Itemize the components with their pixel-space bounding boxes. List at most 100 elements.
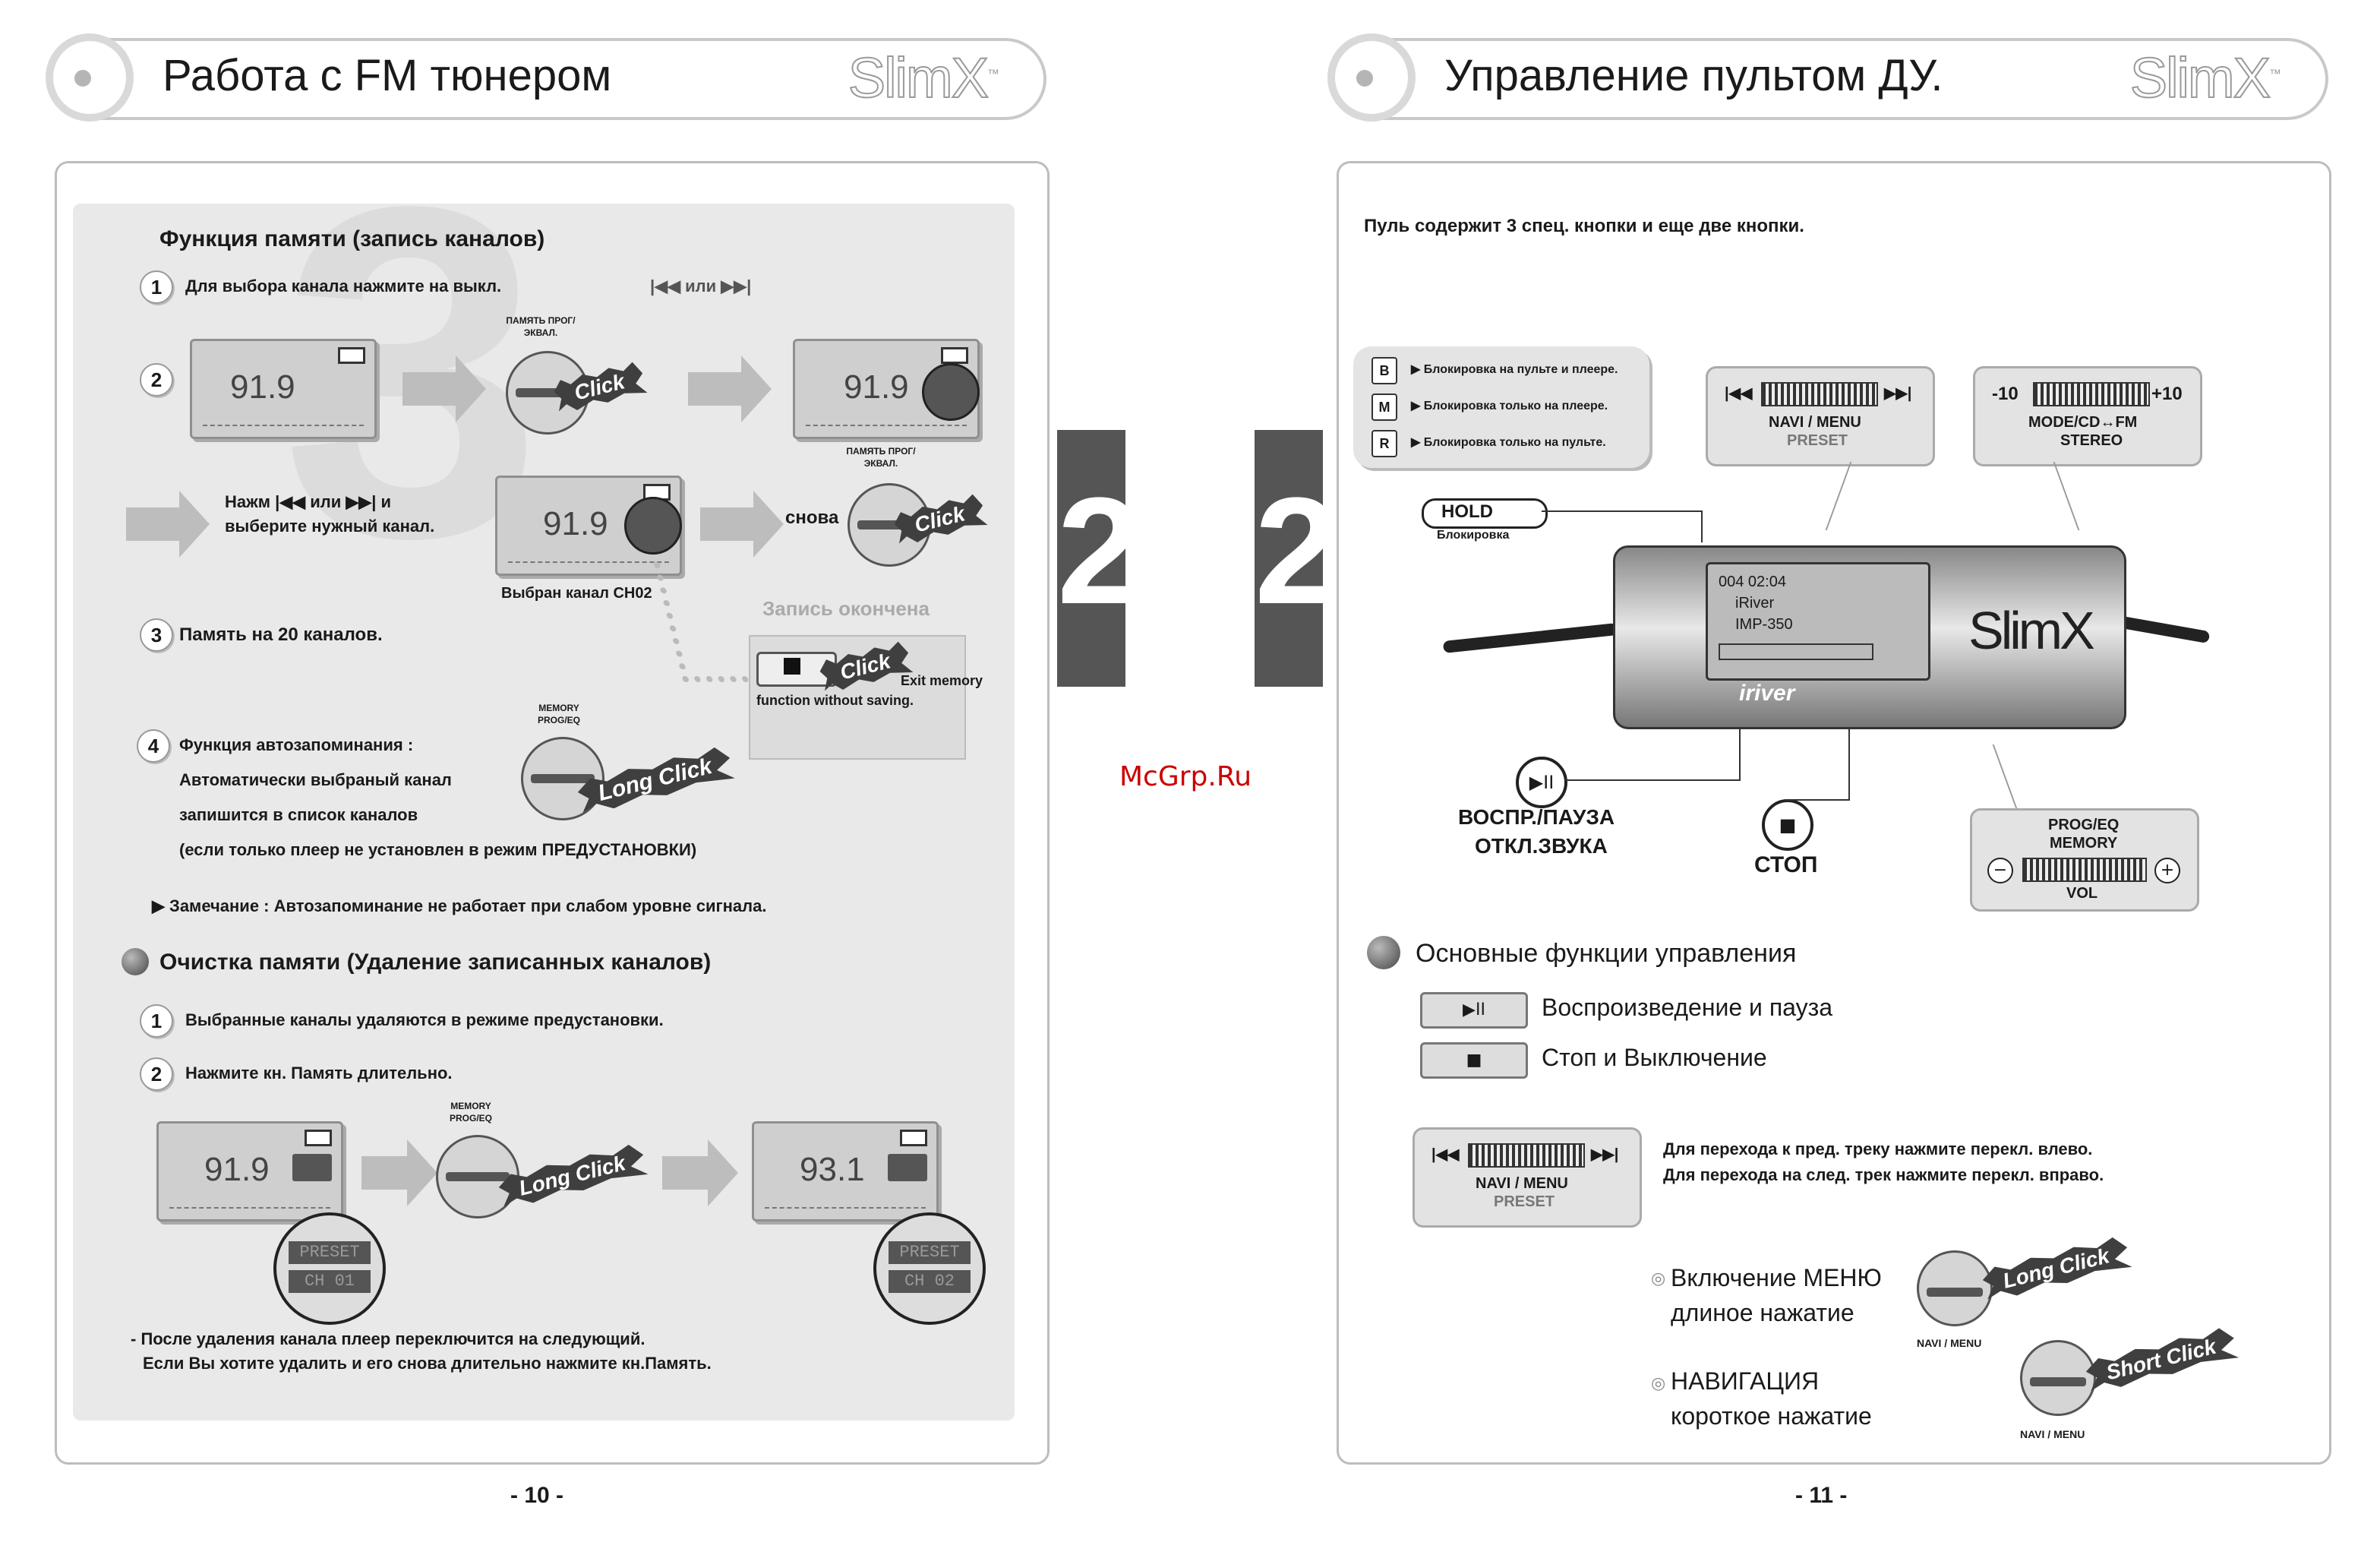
preset-zoom-circle-1: PRESET CH 01 — [273, 1212, 386, 1325]
step-1-keys: |◀◀ или ▶▶| — [650, 277, 752, 296]
right-page-header: Управление пультом ДУ. SlimX™ — [1327, 33, 2328, 122]
flow-arrow — [688, 356, 772, 422]
navi-next-icon: ▶▶| — [1591, 1146, 1619, 1163]
zoom-preset-label: PRESET — [289, 1241, 371, 1264]
right-page-number: - 11 - — [1795, 1483, 1848, 1508]
menu-on-text-1: Включение МЕНЮ — [1671, 1264, 1882, 1291]
mode-minus-label: -10 — [1992, 384, 2019, 404]
mode-label-2: STEREO — [2060, 432, 2123, 449]
menu-on-bullet-icon: ◎ — [1651, 1269, 1666, 1288]
clear-section-title: Очистка памяти (Удаление записанных кана… — [159, 950, 712, 975]
navi-slider[interactable] — [1761, 382, 1878, 406]
clear-footer-1: - После удаления канала плеер переключит… — [131, 1329, 646, 1348]
clear-step-2-text: Нажмите кн. Память длительно. — [185, 1064, 453, 1082]
brand-logo: SlimX™ — [848, 46, 999, 110]
battery-icon — [338, 347, 365, 364]
hold-label: HOLD — [1441, 501, 1493, 522]
left-page-number: - 10 - — [510, 1483, 564, 1508]
preset-zoom-circle — [922, 363, 980, 421]
navigation-text-1: НАВИГАЦИЯ — [1671, 1367, 1820, 1395]
play-pause-button[interactable]: ▶II — [1516, 757, 1567, 808]
navi-next-icon: ▶▶| — [1884, 385, 1912, 402]
navi-sub-label: PRESET — [1787, 432, 1848, 449]
again-text: снова — [785, 507, 839, 528]
lock-legend-item: ▶ Блокировка только на плеере. — [1411, 400, 1608, 412]
header-ring-decoration — [46, 33, 134, 122]
lock-icon: B — [1371, 357, 1397, 384]
stop-square-icon — [784, 658, 800, 675]
navi-menu-small-label: NAVI / MENU — [1917, 1337, 1982, 1349]
battery-icon — [900, 1130, 927, 1146]
lcd-frequency: 91.9 — [543, 505, 608, 542]
section-bullet-icon — [1367, 936, 1400, 969]
brand-text: SlimX — [2129, 46, 2271, 110]
lcd-frequency: 91.9 — [230, 368, 295, 406]
remote-maker-logo: iriver — [1739, 681, 1795, 706]
lcd-display-5: 93.1 — [752, 1121, 939, 1222]
preset-zoom-circle — [624, 497, 682, 555]
lock-legend-item: ▶ Блокировка на пульте и плеере. — [1411, 363, 1618, 376]
play-pause-func-text: Воспроизведение и пауза — [1542, 994, 1833, 1021]
hold-switch[interactable] — [1422, 498, 1548, 529]
stop-func-text: Стоп и Выключение — [1542, 1044, 1767, 1071]
memory-progeq-caption: MEMORY PROG/EQ — [537, 703, 580, 725]
tuning-scale — [765, 1207, 926, 1212]
stop-key-icon: ■ — [1420, 1042, 1528, 1079]
lock-icon: M — [1371, 393, 1397, 421]
flow-arrow — [662, 1139, 738, 1206]
lock-icon: R — [1371, 430, 1397, 457]
flow-arrow — [402, 356, 486, 422]
brand-tm: ™ — [987, 68, 999, 81]
stop-label: СТОП — [1754, 852, 1818, 877]
vol-label-2: MEMORY — [2050, 835, 2118, 852]
mode-label-1: MODE/CD↔FM — [2028, 414, 2138, 431]
preset-box — [888, 1154, 927, 1181]
clear-step-2-number: 2 — [140, 1057, 173, 1091]
lock-legend-item: ▶ Блокировка только на пульте. — [1411, 436, 1606, 449]
vol-label-3: VOL — [2066, 885, 2098, 902]
tuning-scale — [169, 1207, 330, 1212]
zoom-channel-label: CH 01 — [289, 1270, 371, 1293]
lock-legend-box — [1353, 346, 1649, 468]
battery-icon — [305, 1130, 332, 1146]
navigation-text-2: короткое нажатие — [1671, 1402, 1872, 1430]
flow-arrow — [361, 1139, 437, 1206]
navi-slider[interactable] — [1468, 1143, 1585, 1168]
lcd-display-4: 91.9 — [156, 1121, 343, 1222]
section-bullet-icon — [122, 948, 149, 975]
exit-text-2: function without saving. — [756, 693, 914, 708]
memory-button[interactable] — [436, 1135, 519, 1218]
vol-minus-icon: − — [1987, 858, 2013, 883]
vol-plus-icon: + — [2154, 858, 2180, 883]
navi-menu-button[interactable] — [1917, 1250, 1993, 1326]
mode-callout: -10 +10 MODE/CD↔FM STEREO — [1973, 366, 2202, 466]
hold-caption: Блокировка — [1437, 529, 1510, 542]
left-page-header: Работа с FM тюнером SlimX™ — [46, 33, 1046, 122]
exit-text-1: Exit memory — [901, 673, 983, 688]
navi-menu-button[interactable] — [2020, 1340, 2096, 1416]
navi-key-illustration: |◀◀ ▶▶| NAVI / MENU PRESET — [1413, 1127, 1642, 1228]
lcd-frequency: 93.1 — [800, 1151, 865, 1188]
navi-prev-icon: |◀◀ — [1725, 385, 1753, 402]
step-4-line-3: запишится в список каналов — [179, 805, 418, 824]
screen-line-1: 004 02:04 — [1719, 574, 1786, 590]
zoom-channel-label: CH 02 — [889, 1270, 971, 1293]
remote-intro-text: Пуль содержит 3 спец. кнопки и еще две к… — [1364, 216, 1804, 236]
stop-leader-line — [1785, 729, 1850, 801]
clear-step-1-number: 1 — [140, 1004, 173, 1038]
vol-slider[interactable] — [2022, 858, 2147, 882]
brand-tm: ™ — [2269, 68, 2281, 81]
right-page-title: Управление пультом ДУ. — [1444, 51, 1943, 100]
right-section-tab: 2 — [1255, 430, 1339, 687]
flow-arrow — [126, 491, 210, 558]
header-dot — [74, 70, 91, 87]
mode-slider[interactable] — [2033, 382, 2150, 406]
press-text-2: выберите нужный канал. — [225, 517, 435, 536]
tuning-scale — [806, 425, 967, 429]
battery-icon — [941, 347, 968, 364]
step-2-number: 2 — [140, 363, 173, 397]
stop-button[interactable]: ■ — [1762, 799, 1813, 851]
header-dot — [1356, 70, 1373, 87]
memory-progeq-caption: MEMORY PROG/EQ — [449, 1101, 492, 1124]
play-leader-line — [1564, 729, 1741, 781]
